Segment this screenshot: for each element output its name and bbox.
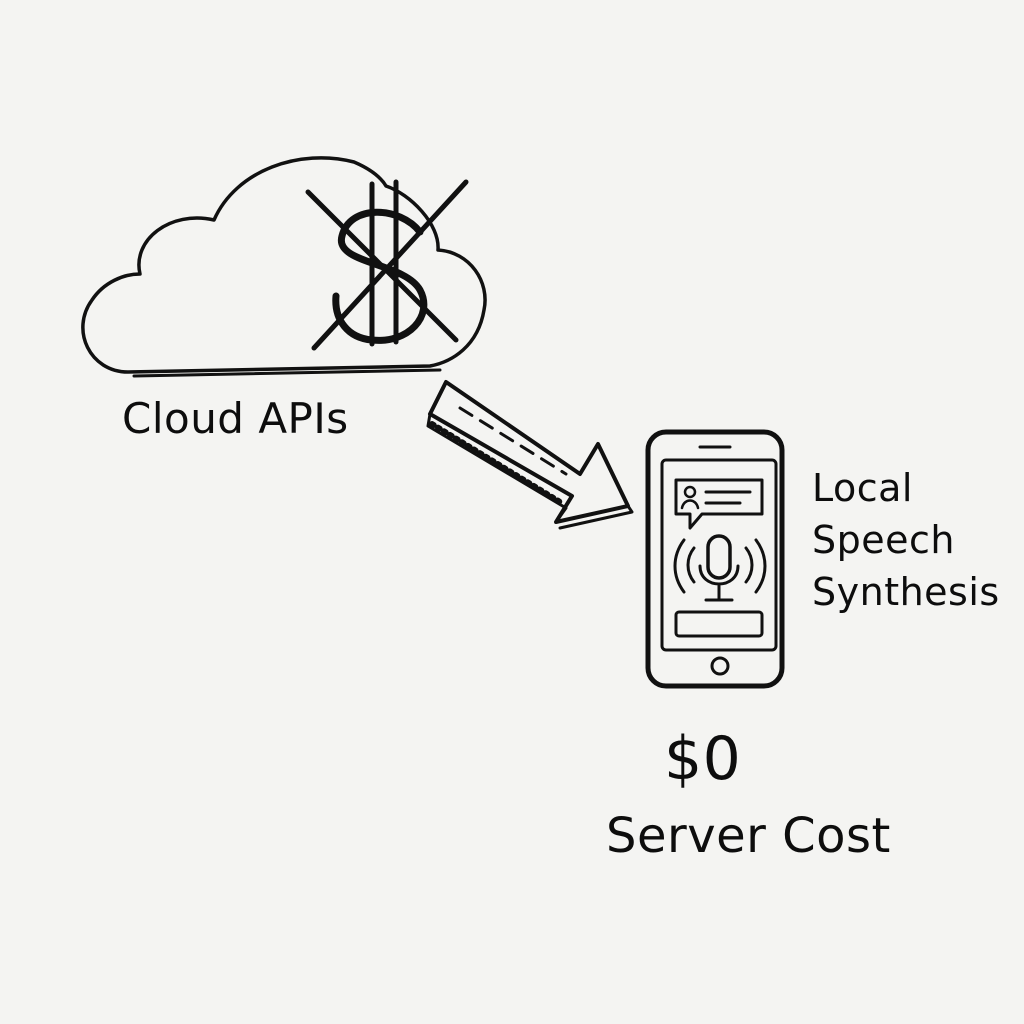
local-label-line-1: Local	[812, 466, 913, 510]
phone-icon	[645, 429, 785, 689]
local-speech-synthesis-label: Local Speech Synthesis	[812, 462, 1000, 618]
crossed-dollar-icon	[305, 179, 469, 351]
arrow-icon	[426, 380, 634, 530]
local-label-line-2: Speech	[812, 518, 955, 562]
cloud-icon	[81, 156, 487, 378]
cost-value: $0	[664, 724, 742, 794]
local-label-line-3: Synthesis	[812, 570, 1000, 614]
server-cost-label: Server Cost	[606, 808, 891, 864]
microphone-icon	[673, 534, 767, 602]
chat-bubble-icon	[674, 478, 764, 530]
cloud-apis-label: Cloud APIs	[122, 394, 349, 443]
